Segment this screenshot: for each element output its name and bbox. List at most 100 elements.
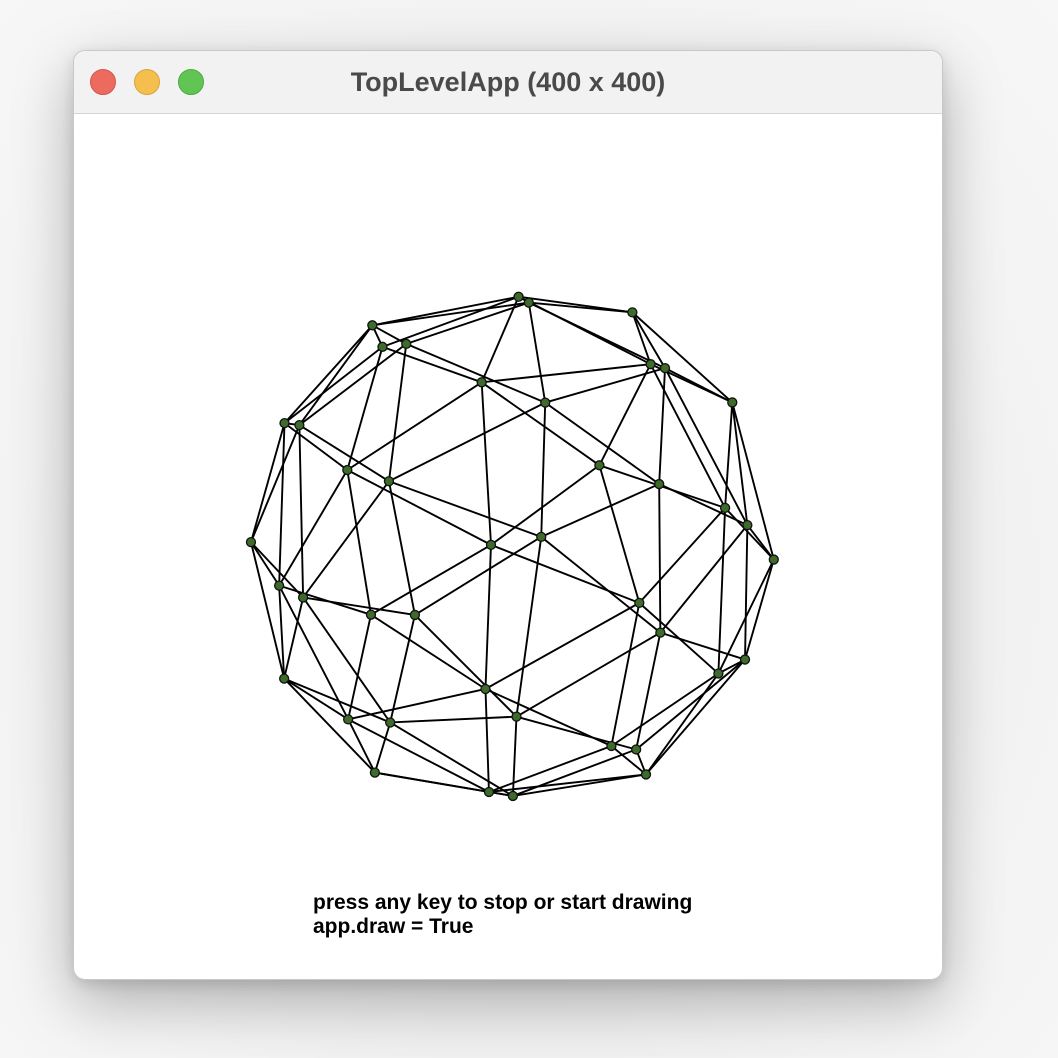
mesh-edge xyxy=(370,544,492,616)
mesh-edge xyxy=(390,715,517,724)
mesh-node xyxy=(343,714,354,725)
window-title: TopLevelApp (400 x 400) xyxy=(350,67,666,97)
mesh-edge xyxy=(302,596,391,724)
mesh-node xyxy=(768,554,779,565)
mesh-edge xyxy=(659,524,749,634)
mesh-edge xyxy=(658,484,662,633)
mesh-node xyxy=(640,769,652,780)
mesh-edge xyxy=(516,715,637,751)
mesh-edge xyxy=(298,343,407,426)
mesh-edge xyxy=(744,559,775,660)
mesh-node xyxy=(294,419,305,431)
mesh-node xyxy=(401,338,412,350)
mesh-edge xyxy=(658,483,748,526)
mesh-edge xyxy=(405,301,530,345)
mesh-edge xyxy=(302,480,390,599)
mesh-edge xyxy=(528,301,633,314)
mesh-edge xyxy=(250,541,280,587)
mesh-edge xyxy=(298,324,374,426)
sphere-mesh xyxy=(245,291,779,802)
mesh-node xyxy=(727,397,738,408)
mesh-edge xyxy=(370,613,486,690)
mesh-edge xyxy=(485,602,640,690)
mesh-node xyxy=(507,790,519,802)
mesh-node xyxy=(540,397,551,408)
mesh-edge xyxy=(347,718,490,793)
mesh-edge xyxy=(278,423,286,586)
mesh-edge xyxy=(373,722,392,773)
mesh-edge xyxy=(388,481,416,616)
mesh-edge xyxy=(635,658,746,751)
mesh-edge xyxy=(610,602,641,747)
mesh-edge xyxy=(480,296,520,383)
mesh-edge xyxy=(645,658,746,776)
mesh-node xyxy=(385,717,396,728)
mesh-node xyxy=(634,597,645,609)
mesh-node xyxy=(480,683,491,695)
mesh-edge xyxy=(283,422,348,471)
mesh-edge xyxy=(488,745,612,793)
mesh-edge xyxy=(484,544,492,690)
mesh-edge xyxy=(512,748,637,797)
mesh-node xyxy=(383,476,395,487)
mesh-edge xyxy=(645,672,720,775)
mesh-edge xyxy=(372,301,529,327)
mesh-node xyxy=(659,362,671,374)
mesh-edge xyxy=(283,324,374,424)
mesh-node xyxy=(739,654,751,665)
mesh-node xyxy=(742,519,753,531)
mesh-edge xyxy=(278,585,350,720)
mesh-node xyxy=(655,627,666,638)
mesh-edge xyxy=(490,464,600,546)
mesh-edge xyxy=(631,311,666,369)
mesh-edge xyxy=(515,536,543,717)
mesh-edge xyxy=(382,345,483,384)
mesh-edge xyxy=(388,343,408,482)
mesh-node xyxy=(513,291,524,302)
mesh-edge xyxy=(488,773,647,793)
mesh-node xyxy=(245,536,257,548)
mesh-edge xyxy=(283,677,376,774)
mesh-edge xyxy=(631,312,652,365)
mesh-edge xyxy=(528,301,666,369)
mesh-edge xyxy=(658,368,666,485)
mesh-edge xyxy=(283,677,391,724)
mesh-edge xyxy=(490,544,640,604)
minimize-icon[interactable] xyxy=(134,69,160,95)
mesh-edge xyxy=(511,716,518,796)
mesh-edge xyxy=(638,602,720,675)
mesh-edge xyxy=(610,672,719,747)
mesh-node xyxy=(279,417,290,429)
mesh-node xyxy=(369,767,381,778)
mesh-edge xyxy=(250,541,286,679)
mesh-nodes xyxy=(245,291,779,802)
mesh-node xyxy=(713,668,724,679)
mesh-node xyxy=(654,478,665,490)
mesh-edge xyxy=(544,401,660,485)
mesh-edge xyxy=(389,721,514,797)
close-icon[interactable] xyxy=(90,69,116,95)
mesh-node xyxy=(536,531,547,543)
mesh-edge xyxy=(731,402,749,526)
drawing-canvas[interactable]: press any key to stop or start drawing a… xyxy=(80,117,936,973)
mesh-node xyxy=(511,711,522,722)
mesh-edge xyxy=(298,424,390,483)
mesh-edge xyxy=(278,585,286,679)
mesh-node xyxy=(523,297,534,308)
mesh-edge xyxy=(346,381,483,471)
mesh-edge xyxy=(544,367,666,404)
mesh-edge xyxy=(746,524,775,561)
title-bar[interactable]: TopLevelApp (400 x 400) xyxy=(74,51,942,114)
mesh-edge xyxy=(371,324,407,345)
mesh-edge xyxy=(598,465,641,604)
mesh-edge xyxy=(610,745,647,776)
mesh-node xyxy=(367,320,378,331)
zoom-icon[interactable] xyxy=(178,69,204,95)
mesh-edge xyxy=(298,425,305,598)
mesh-edge xyxy=(660,631,746,661)
mesh-edge xyxy=(278,469,349,587)
mesh-node xyxy=(409,609,421,621)
mesh-edge xyxy=(347,614,372,720)
mesh-node xyxy=(476,377,487,388)
mesh-node xyxy=(594,460,605,471)
